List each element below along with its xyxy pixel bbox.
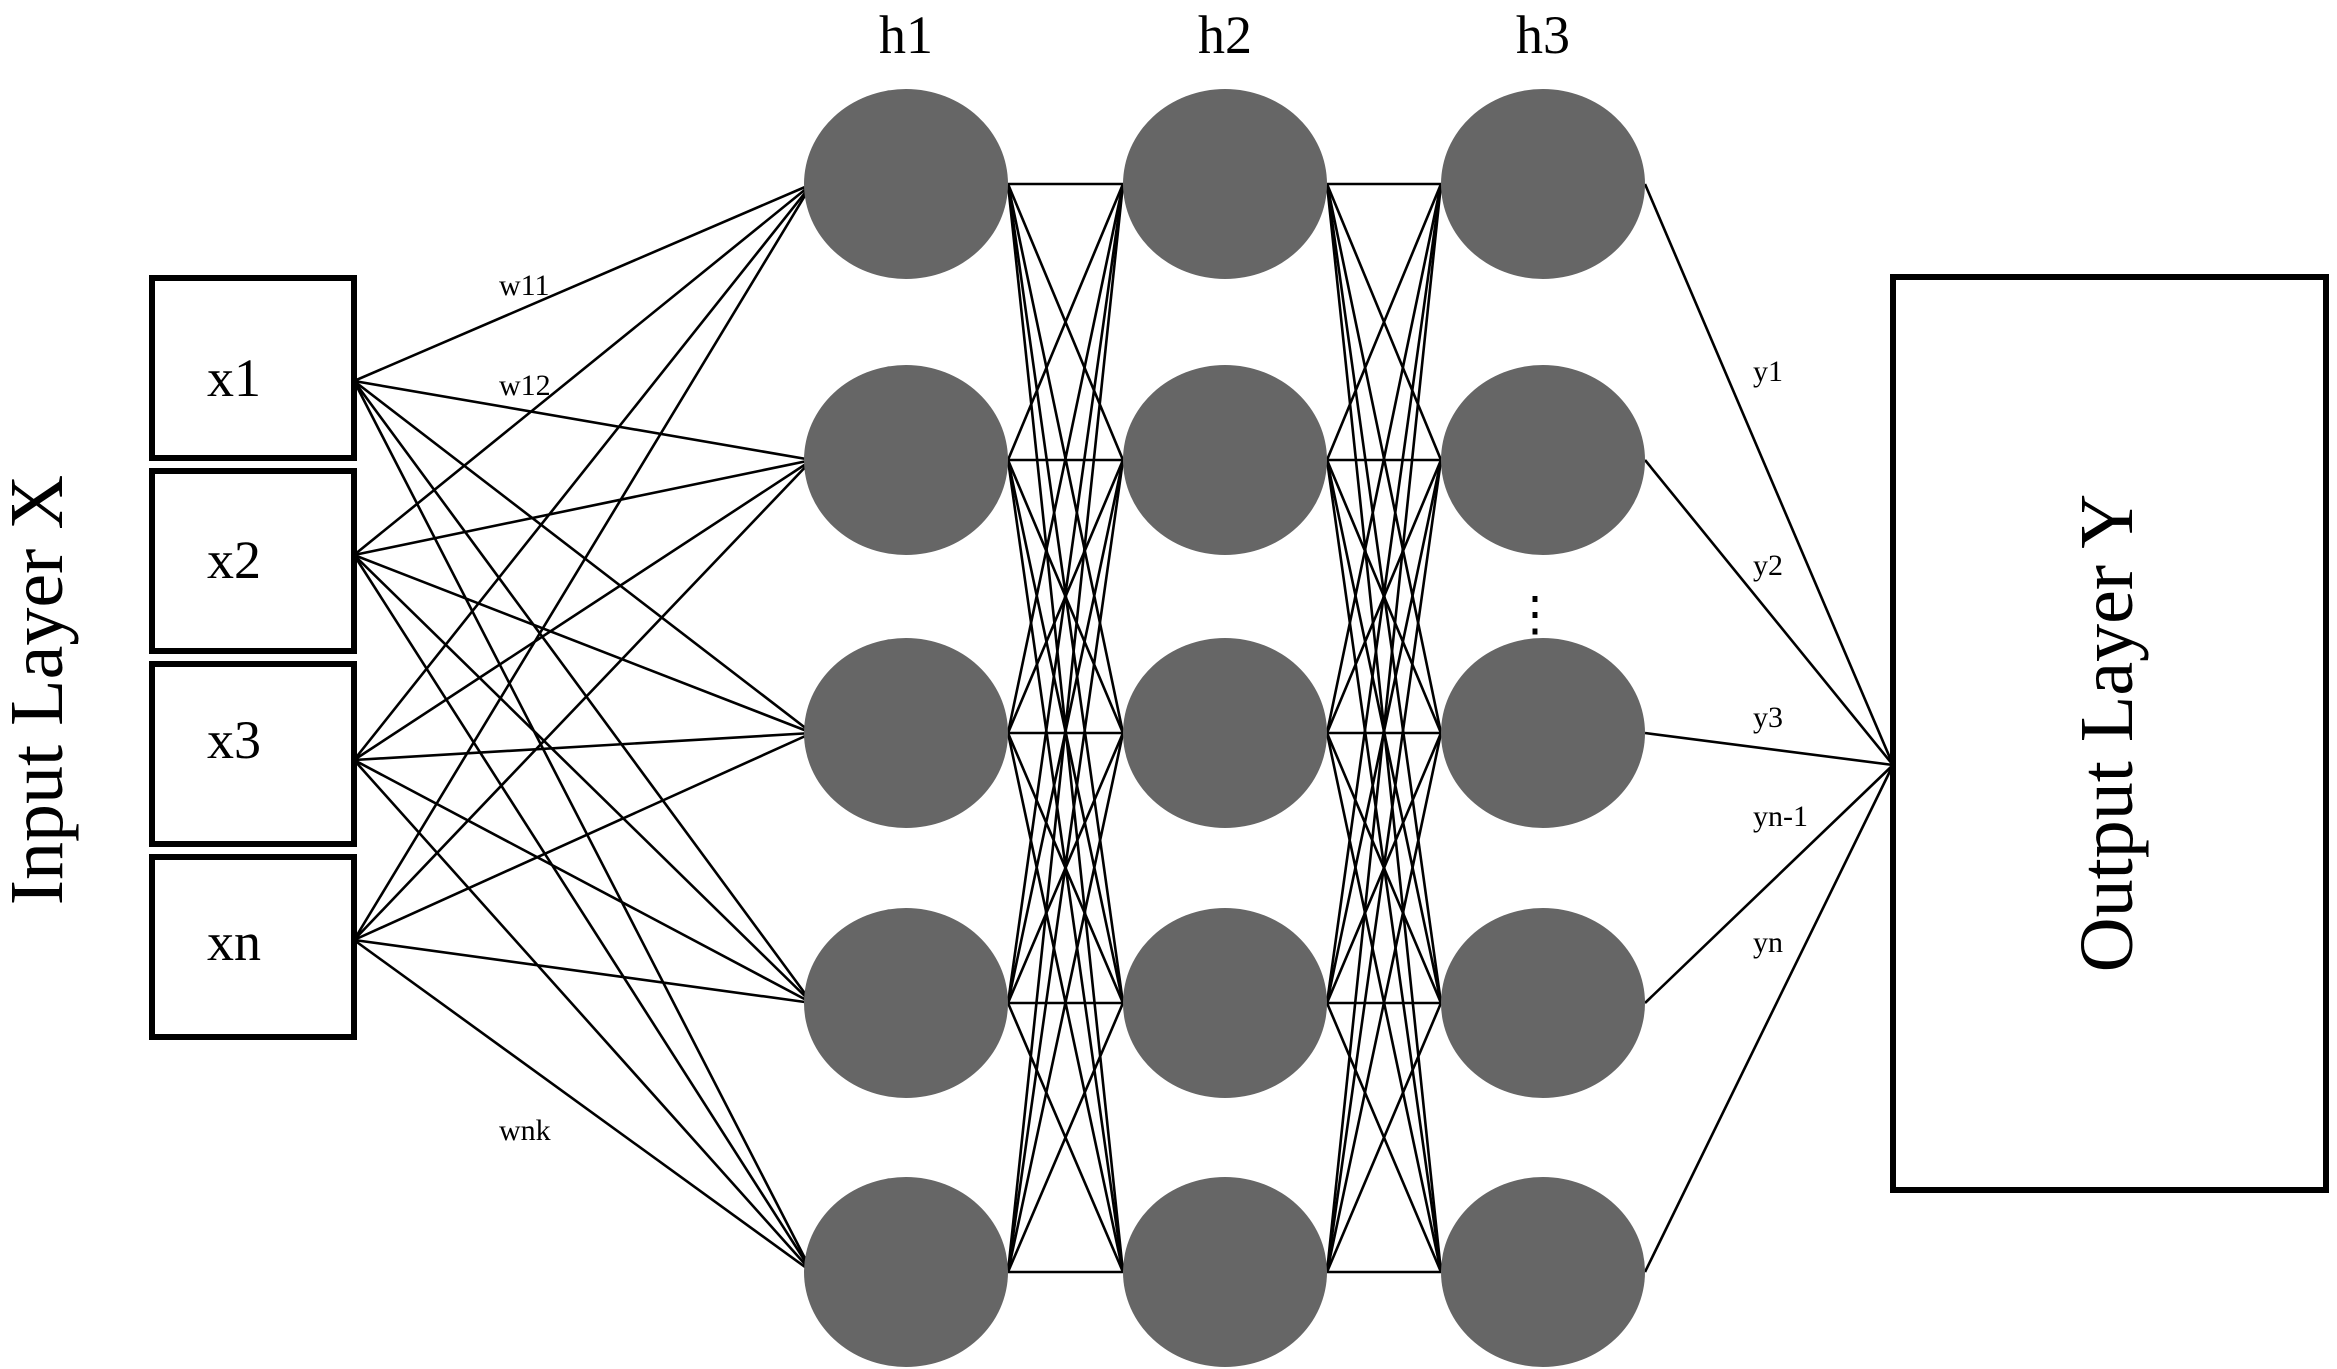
input-box-x2 <box>149 468 357 654</box>
edge-input-0-h1-0 <box>353 182 813 383</box>
input-layer-title: Input Layer X <box>0 475 79 906</box>
hidden-node-h3-1 <box>1441 89 1645 279</box>
edge-input-3-h1-4 <box>353 938 813 1274</box>
edge-h1-4-h2-2 <box>1006 732 1125 1273</box>
weight-label-wnk: wnk <box>499 1114 551 1147</box>
edge-h1-1-h2-0 <box>1006 183 1125 461</box>
edge-input-1-h1-0 <box>353 182 813 557</box>
input-box-x1 <box>149 275 357 461</box>
hidden-node-h2-4 <box>1123 908 1327 1098</box>
hidden-node-h3-2 <box>1441 365 1645 555</box>
hidden-node-h2-5 <box>1123 1177 1327 1367</box>
hidden-node-h1-5 <box>804 1177 1008 1367</box>
input-label-x1: x1 <box>207 348 261 408</box>
hidden-layer-title-h2: h2 <box>1198 5 1252 65</box>
edge-input-0-h1-2 <box>353 379 813 735</box>
edge-input-1-h1-3 <box>353 554 813 1004</box>
output-layer-title: Output Layer Y <box>2065 494 2149 972</box>
output-label-yn-1: yn-1 <box>1753 800 1808 833</box>
output-label-y2: y2 <box>1753 549 1783 582</box>
edge-h1-3-h2-0 <box>1006 183 1125 1004</box>
weight-label-w11: w11 <box>499 269 550 302</box>
input-box-xn <box>149 854 357 1040</box>
edge-input-0-h1-1 <box>353 379 813 462</box>
hidden-node-h3-5 <box>1441 1177 1645 1367</box>
edge-input-1-h1-2 <box>353 553 813 735</box>
edge-input-2-h1-0 <box>352 183 814 761</box>
hidden-layer-title-h3: h3 <box>1516 5 1570 65</box>
hidden-node-h2-1 <box>1123 89 1327 279</box>
edge-h3-2-output <box>1644 731 1894 767</box>
output-layer-box <box>1890 274 2329 1193</box>
input-label-x3: x3 <box>207 710 261 770</box>
output-label-y1: y1 <box>1753 355 1783 388</box>
hidden-layer-title-h1: h1 <box>879 5 933 65</box>
input-box-x3 <box>149 661 357 847</box>
hidden-node-h3-3 <box>1441 638 1645 828</box>
connection-edges <box>352 182 1895 1274</box>
edge-input-3-h1-0 <box>352 183 814 941</box>
edge-h2-3-h3-0 <box>1325 183 1443 1004</box>
edge-h1-2-h2-0 <box>1006 183 1125 734</box>
hidden-node-h3-4 <box>1441 908 1645 1098</box>
edge-h3-3-output <box>1644 764 1894 1004</box>
edge-input-2-h1-1 <box>353 458 813 762</box>
hidden-node-h2-3 <box>1123 638 1327 828</box>
edge-input-0-h1-4 <box>352 380 814 1273</box>
ellipsis-dots: ⋮ <box>1511 588 1559 641</box>
edge-h3-1-output <box>1643 459 1895 766</box>
edge-h2-2-h3-0 <box>1325 183 1443 734</box>
edge-h2-4-h3-0 <box>1325 183 1443 1273</box>
hidden-node-h2-2 <box>1123 365 1327 555</box>
edge-h3-4-output <box>1643 764 1895 1273</box>
hidden-node-h1-1 <box>804 89 1008 279</box>
input-label-xn: xn <box>207 912 261 972</box>
edge-input-0-h1-3 <box>352 380 814 1004</box>
edge-input-2-h1-2 <box>353 731 813 762</box>
edge-input-2-h1-4 <box>353 759 813 1273</box>
hidden-nodes <box>804 89 1645 1367</box>
edge-input-3-h1-3 <box>353 938 813 1005</box>
input-nodes: x1 x2 x3 xn <box>149 275 357 1040</box>
edge-h2-4-h3-1 <box>1325 459 1443 1273</box>
edge-input-1-h1-4 <box>352 554 814 1273</box>
output-label-yn: yn <box>1753 926 1783 959</box>
edge-h1-4-h2-0 <box>1006 183 1125 1273</box>
edge-input-3-h1-2 <box>353 731 813 942</box>
edge-h1-4-h2-3 <box>1006 1002 1125 1273</box>
input-label-x2: x2 <box>207 530 261 590</box>
hidden-node-h1-3 <box>804 638 1008 828</box>
output-label-y3: y3 <box>1753 701 1783 734</box>
hidden-node-h1-2 <box>804 365 1008 555</box>
edge-input-3-h1-1 <box>353 459 813 941</box>
weight-label-w12: w12 <box>499 369 551 402</box>
edge-h3-0-output <box>1643 183 1895 766</box>
edge-input-1-h1-1 <box>353 458 813 557</box>
edge-h1-4-h2-1 <box>1006 459 1125 1273</box>
edge-h2-4-h3-3 <box>1325 1002 1443 1273</box>
hidden-node-h1-4 <box>804 908 1008 1098</box>
edge-h2-4-h3-2 <box>1325 732 1443 1273</box>
edge-input-2-h1-3 <box>353 758 813 1005</box>
edge-h2-1-h3-0 <box>1325 183 1443 461</box>
